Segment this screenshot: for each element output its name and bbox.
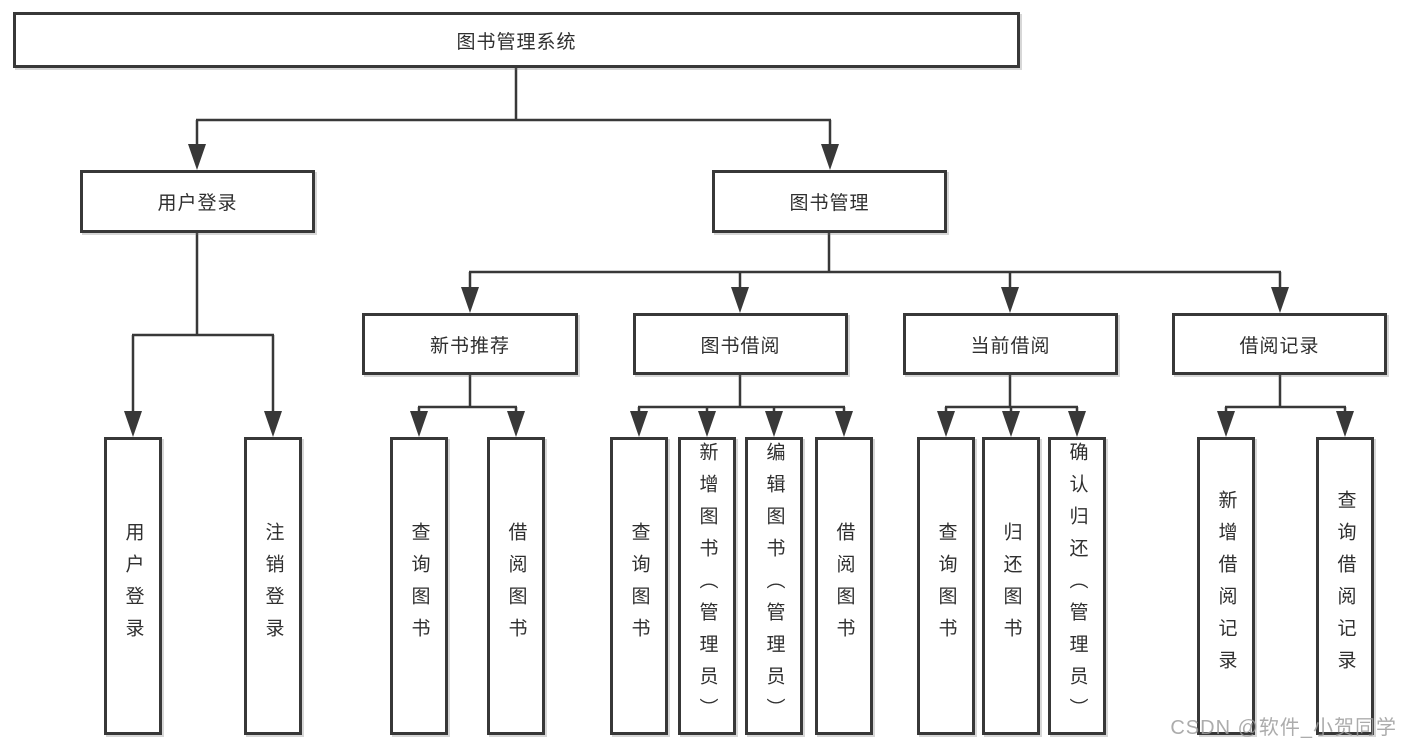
leaf-confirm-return-admin: 确认归还（管理员） — [1048, 437, 1106, 735]
node-label: 查询图书 — [408, 522, 430, 650]
node-book-management-branch: 图书管理 — [712, 170, 947, 233]
leaf-return-books: 归还图书 — [982, 437, 1040, 735]
leaf-query-books-borrowing: 查询图书 — [610, 437, 668, 735]
node-borrowing-records: 借阅记录 — [1172, 313, 1387, 375]
node-label: 图书管理系统 — [456, 31, 577, 53]
node-label: 借阅图书 — [505, 522, 527, 650]
leaf-query-books-current: 查询图书 — [917, 437, 975, 735]
leaf-edit-books-admin: 编辑图书（管理员） — [745, 437, 803, 735]
node-label: 确认归还（管理员） — [1066, 442, 1088, 730]
node-user-login-branch: 用户登录 — [80, 170, 315, 233]
node-label: 当前借阅 — [970, 335, 1051, 357]
node-label: 新书推荐 — [429, 335, 510, 357]
node-label: 借阅记录 — [1239, 335, 1320, 357]
leaf-add-borrow-record: 新增借阅记录 — [1197, 437, 1255, 735]
node-current-borrowing: 当前借阅 — [903, 313, 1118, 375]
node-label: 注销登录 — [262, 522, 284, 650]
node-label: 查询借阅记录 — [1334, 490, 1356, 682]
node-root-library-system: 图书管理系统 — [13, 12, 1020, 68]
leaf-query-borrow-record: 查询借阅记录 — [1316, 437, 1374, 735]
node-book-borrowing: 图书借阅 — [633, 313, 848, 375]
node-label: 新增图书（管理员） — [696, 442, 718, 730]
leaf-user-login: 用户登录 — [104, 437, 162, 735]
node-label: 用户登录 — [157, 193, 238, 214]
node-label: 用户登录 — [122, 522, 144, 650]
node-label: 新增借阅记录 — [1215, 490, 1237, 682]
node-label: 图书管理 — [789, 193, 870, 214]
leaf-borrow-books: 借阅图书 — [815, 437, 873, 735]
leaf-query-books-recommend: 查询图书 — [390, 437, 448, 735]
leaf-add-books-admin: 新增图书（管理员） — [678, 437, 736, 735]
csdn-watermark: CSDN @软件_小贺同学 — [1170, 717, 1397, 739]
node-label: 编辑图书（管理员） — [763, 442, 785, 730]
node-label: 查询图书 — [935, 522, 957, 650]
leaf-borrow-books-recommend: 借阅图书 — [487, 437, 545, 735]
leaf-logout: 注销登录 — [244, 437, 302, 735]
node-label: 借阅图书 — [833, 522, 855, 650]
node-label: 查询图书 — [628, 522, 650, 650]
node-new-book-recommendation: 新书推荐 — [362, 313, 578, 375]
node-label: 归还图书 — [1000, 522, 1022, 650]
node-label: 图书借阅 — [700, 335, 781, 357]
